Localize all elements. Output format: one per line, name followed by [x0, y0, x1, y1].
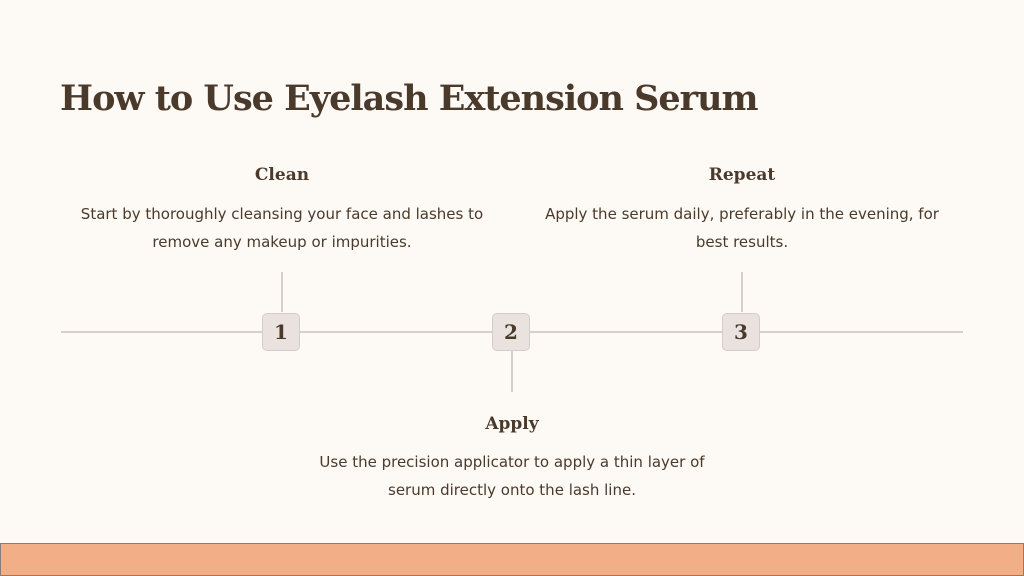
connector-step-3 [741, 272, 743, 312]
step-description-repeat: Apply the serum daily, preferably in the… [545, 205, 939, 251]
step-heading-repeat: Repeat [708, 165, 776, 185]
step-description-apply: Use the precision applicator to apply a … [319, 453, 705, 499]
step-description-clean: Start by thoroughly cleansing your face … [80, 205, 484, 251]
step-number-1: 1 [262, 313, 300, 351]
page-title: How to Use Eyelash Extension Serum [60, 78, 759, 119]
connector-step-2 [511, 351, 513, 392]
step-heading-clean: Clean [254, 165, 310, 185]
step-heading-apply: Apply [485, 414, 539, 434]
step-number-3: 3 [722, 313, 760, 351]
footer-band [0, 543, 1024, 576]
step-number-2: 2 [492, 313, 530, 351]
connector-step-1 [281, 272, 283, 312]
